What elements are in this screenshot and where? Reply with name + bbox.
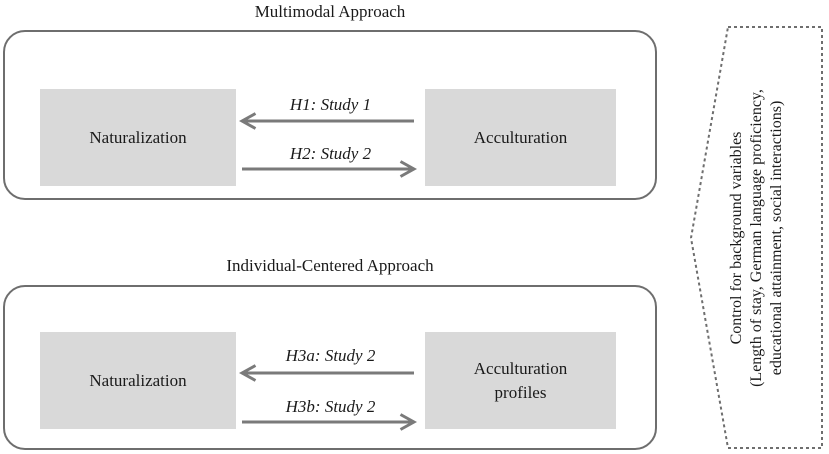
acculturation-profiles-label-line1: Acculturation (473, 358, 568, 378)
acculturation-profiles-node: Acculturation profiles (425, 332, 616, 429)
naturalization-label-multimodal: Naturalization (89, 127, 187, 147)
naturalization-node-individual: Naturalization (40, 332, 236, 429)
h3b-study2-label: H3b: Study 2 (285, 397, 376, 416)
individual-centered-approach-frame (3, 285, 657, 450)
multimodal-approach-title: Multimodal Approach (254, 2, 406, 21)
control-variables-shape (689, 26, 823, 449)
control-variables-text: Control for background variables (Length… (707, 28, 807, 448)
h2-study2-label: H2: Study 2 (289, 144, 372, 163)
control-variables-line1: Control for background variables (728, 131, 745, 345)
naturalization-node-multimodal: Naturalization (40, 89, 236, 186)
acculturation-profiles-label-line2: profiles (494, 382, 547, 402)
naturalization-label-individual: Naturalization (89, 370, 187, 390)
acculturation-node: Acculturation (425, 89, 616, 186)
multimodal-approach-frame (3, 30, 657, 200)
h1-study1-label: H1: Study 1 (289, 95, 372, 114)
control-variables-line3: educational attainment, social interacti… (768, 100, 785, 376)
control-variables-line2: (Length of stay, German language profici… (748, 89, 765, 387)
h3a-study2-label: H3a: Study 2 (285, 346, 376, 365)
acculturation-label: Acculturation (473, 127, 568, 147)
individual-centered-approach-title: Individual-Centered Approach (226, 256, 434, 275)
